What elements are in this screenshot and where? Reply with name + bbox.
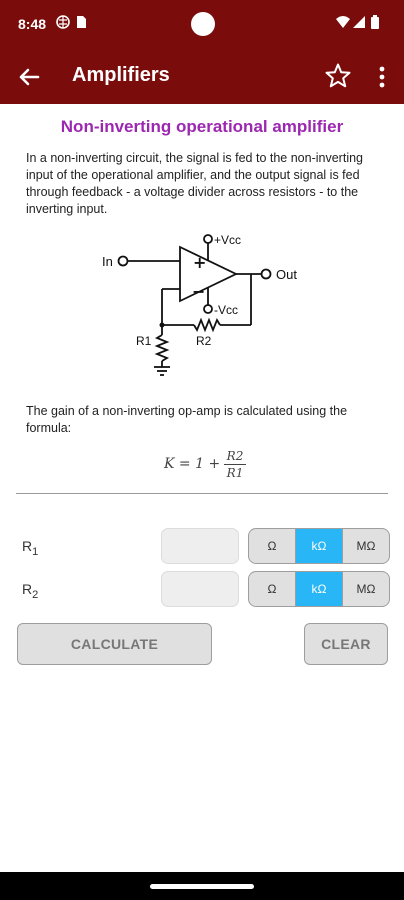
out-label: Out — [276, 267, 297, 282]
r1-unit-selector: Ω kΩ MΩ — [248, 528, 390, 564]
front-camera — [191, 12, 215, 36]
star-icon[interactable] — [324, 62, 352, 90]
wifi-icon — [336, 16, 350, 28]
calculate-button[interactable]: CALCULATE — [17, 623, 212, 665]
vpn-icon — [56, 15, 70, 29]
clear-button[interactable]: CLEAR — [304, 623, 388, 665]
back-arrow-icon[interactable] — [16, 64, 42, 90]
section-heading: Non-inverting operational amplifier — [60, 117, 344, 136]
r1-unit-ohm[interactable]: Ω — [249, 529, 296, 563]
r1-input[interactable] — [161, 528, 239, 564]
battery-icon — [371, 15, 379, 29]
vcc-pos-label: +Vcc — [214, 233, 241, 247]
r2-unit-ohm[interactable]: Ω — [249, 572, 296, 606]
vcc-neg-label: -Vcc — [214, 303, 238, 317]
formula-fraction: R2 R1 — [224, 448, 246, 481]
r1-label: R1 — [136, 334, 152, 348]
home-gesture-pill[interactable] — [150, 884, 254, 889]
status-time: 8:48 — [18, 16, 47, 32]
description-text: In a non-inverting circuit, the signal i… — [26, 151, 363, 216]
r1-unit-kohm[interactable]: kΩ — [296, 529, 343, 563]
gain-formula: K = 1 + R2 R1 — [160, 448, 260, 488]
circuit-diagram: + − In Out +Vcc -Vcc R1 R2 — [102, 233, 297, 376]
formula-lhs: K = 1 + — [164, 456, 221, 472]
r2-label: R2 — [196, 334, 212, 348]
r2-input[interactable] — [161, 571, 239, 607]
status-bar: 8:48 — [0, 0, 404, 50]
plus-sign: + — [193, 253, 206, 272]
r2-unit-kohm[interactable]: kΩ — [296, 572, 343, 606]
r2-unit-selector: Ω kΩ MΩ — [248, 571, 390, 607]
r1-label-field: R1 — [22, 538, 39, 558]
formula-numerator: R2 — [224, 448, 246, 465]
sim-card-icon — [77, 16, 86, 28]
more-vert-icon[interactable] — [372, 64, 392, 90]
in-label: In — [102, 254, 113, 269]
divider — [16, 493, 388, 494]
formula-denominator: R1 — [226, 466, 244, 480]
signal-icon — [353, 16, 365, 28]
system-nav-bar — [0, 872, 404, 900]
r2-label-field: R2 — [22, 581, 39, 601]
page-title: Amplifiers — [72, 64, 170, 86]
r2-unit-mohm[interactable]: MΩ — [356, 582, 376, 596]
minus-sign: − — [192, 282, 205, 301]
r1-unit-mohm[interactable]: MΩ — [356, 539, 376, 553]
app-bar: Amplifiers — [0, 50, 404, 104]
gain-description: The gain of a non-inverting op-amp is ca… — [26, 404, 348, 435]
